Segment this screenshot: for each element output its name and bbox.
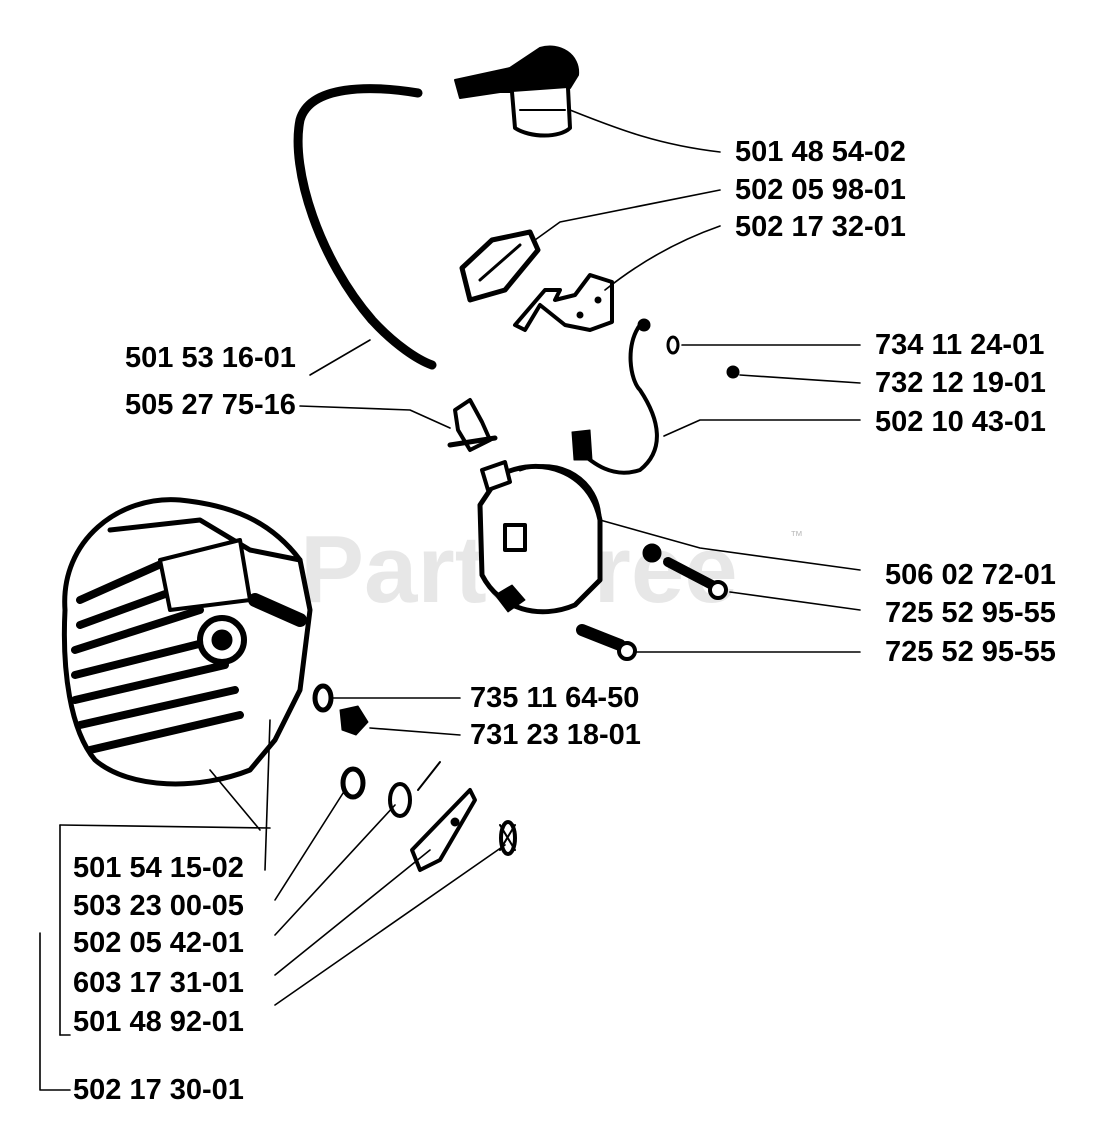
spring-502 <box>388 761 441 818</box>
part-label: 502 17 32-01 <box>735 211 906 243</box>
screw-lower <box>576 624 637 661</box>
part-label: 502 17 30-01 <box>73 1074 244 1106</box>
part-label: 503 23 00-05 <box>73 890 244 922</box>
flywheel-nut <box>339 705 369 736</box>
washer-503 <box>340 766 366 800</box>
washer-small <box>666 335 680 355</box>
part-label: 502 05 98-01 <box>735 174 906 206</box>
spark-plug-cap <box>454 45 580 138</box>
part-label: 725 52 95-55 <box>885 636 1056 668</box>
part-label: 731 23 18-01 <box>470 719 641 751</box>
part-label: 732 12 19-01 <box>875 367 1046 399</box>
part-label: 501 53 16-01 <box>125 342 296 374</box>
short-circuit-wire <box>571 318 659 475</box>
part-label: 502 10 43-01 <box>875 406 1046 438</box>
plug-boot <box>447 398 498 452</box>
trademark-symbol: ™ <box>790 528 803 543</box>
part-label: 725 52 95-55 <box>885 597 1056 629</box>
spring-501-48-92 <box>499 820 517 856</box>
part-label: 506 02 72-01 <box>885 559 1056 591</box>
cable-sleeve <box>459 229 541 303</box>
part-label: 734 11 24-01 <box>875 329 1045 361</box>
ignition-coil <box>477 460 603 615</box>
part-label: 505 27 75-16 <box>125 389 296 421</box>
screw-upper <box>642 543 728 600</box>
part-label: 502 05 42-01 <box>73 927 244 959</box>
pawl-603 <box>410 788 477 872</box>
leader-lines <box>39 109 861 1091</box>
part-label: 603 17 31-01 <box>73 967 244 999</box>
screw-small <box>726 365 740 379</box>
part-label: 735 11 64-50 <box>470 682 640 714</box>
part-label: 501 54 15-02 <box>73 852 244 884</box>
flywheel <box>61 497 313 787</box>
part-label: 501 48 54-02 <box>735 136 906 168</box>
ignition-lead <box>293 84 437 370</box>
part-label: 501 48 92-01 <box>73 1006 244 1038</box>
flywheel-washer <box>312 683 334 713</box>
bracket <box>513 273 614 332</box>
